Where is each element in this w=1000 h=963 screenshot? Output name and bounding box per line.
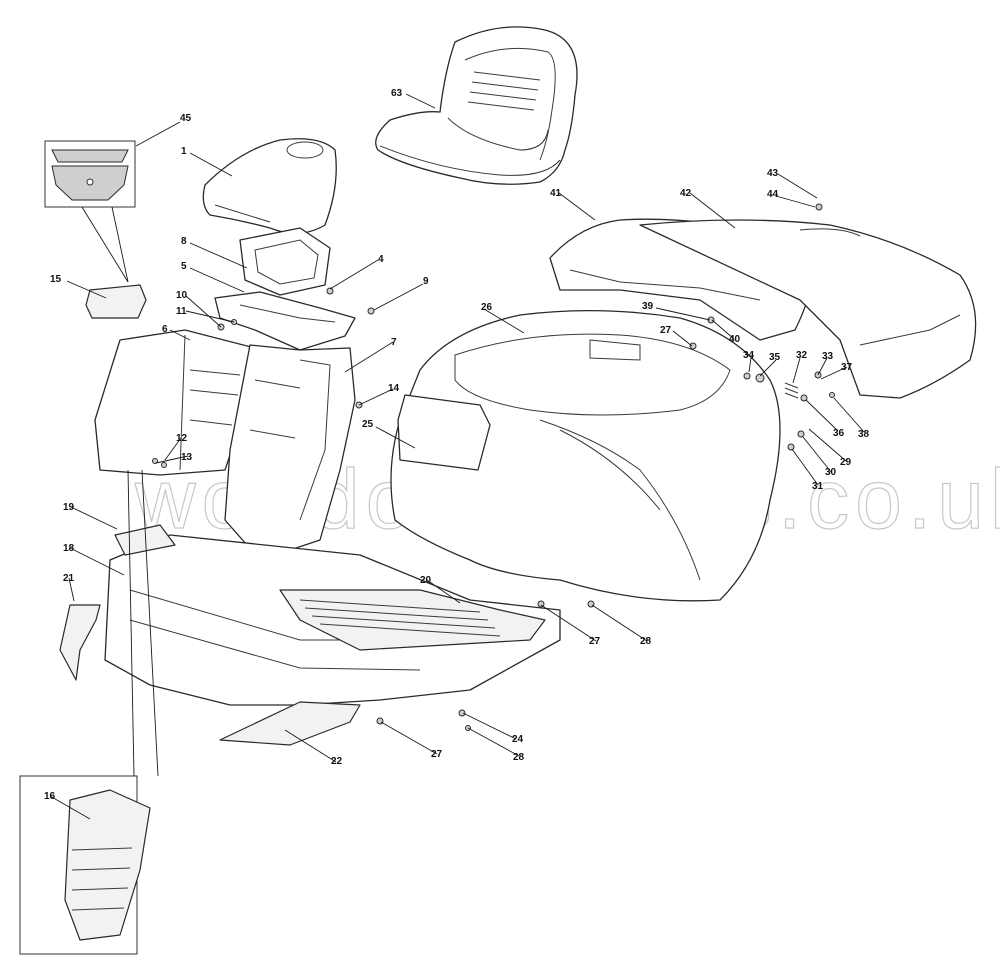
callout-39: 39 [642,301,654,312]
callout-27c: 27 [431,749,443,760]
callout-21: 21 [63,573,75,584]
callout-15: 15 [50,274,62,285]
callout-27b: 27 [589,636,601,647]
part-rear-panel [397,394,491,471]
part-side-panel [224,344,356,561]
callout-43: 43 [767,168,779,179]
callout-32: 32 [796,350,808,361]
callout-4: 4 [378,254,384,265]
callout-27a: 27 [660,325,672,336]
callout-28a: 28 [640,636,652,647]
callout-19: 19 [63,502,75,513]
leader-lines [49,93,865,820]
callout-16: 16 [44,791,56,802]
callout-30: 30 [825,467,837,478]
callout-18: 18 [63,543,75,554]
callout-44: 44 [767,189,779,200]
part-skid [219,701,361,746]
callout-28b: 28 [513,752,525,763]
callout-63: 63 [391,88,403,99]
callout-26: 26 [481,302,493,313]
callout-29: 29 [840,457,852,468]
callout-5: 5 [181,261,187,272]
callout-10: 10 [176,290,188,301]
callout-20: 20 [420,575,432,586]
callout-1: 1 [181,146,187,157]
part-dash-cover [202,138,337,234]
callout-13: 13 [181,452,193,463]
callout-9: 9 [423,276,429,287]
inset-decal [44,140,136,208]
part-instrument-panel [239,227,331,296]
callout-25: 25 [362,419,374,430]
callout-14: 14 [388,383,400,394]
callout-8: 8 [181,236,187,247]
hardware [152,203,835,731]
callout-12: 12 [176,433,188,444]
part-side-trim [59,604,101,681]
part-footplate [279,589,546,651]
part-rear-fender [549,218,977,399]
callout-36: 36 [833,428,845,439]
part-front-cowl [94,329,256,476]
callout-31: 31 [812,481,824,492]
callout-41: 41 [550,188,562,199]
part-seat [375,26,578,185]
callout-6: 6 [162,324,168,335]
callout-42: 42 [680,188,692,199]
callout-38: 38 [858,429,870,440]
part-rear-body [390,310,781,602]
callout-7: 7 [391,337,397,348]
callout-22: 22 [331,756,343,767]
callout-45: 45 [180,113,192,124]
inset-grille [19,775,151,955]
callout-33: 33 [822,351,834,362]
callout-24: 24 [512,734,524,745]
callout-35: 35 [769,352,781,363]
callout-37: 37 [841,362,853,373]
part-lens [85,284,147,319]
callout-34: 34 [743,350,755,361]
callout-40: 40 [729,334,741,345]
callout-11: 11 [176,306,187,317]
callout-labels: 63 45 1 8 5 4 9 15 10 11 6 7 14 25 26 27… [44,88,870,802]
